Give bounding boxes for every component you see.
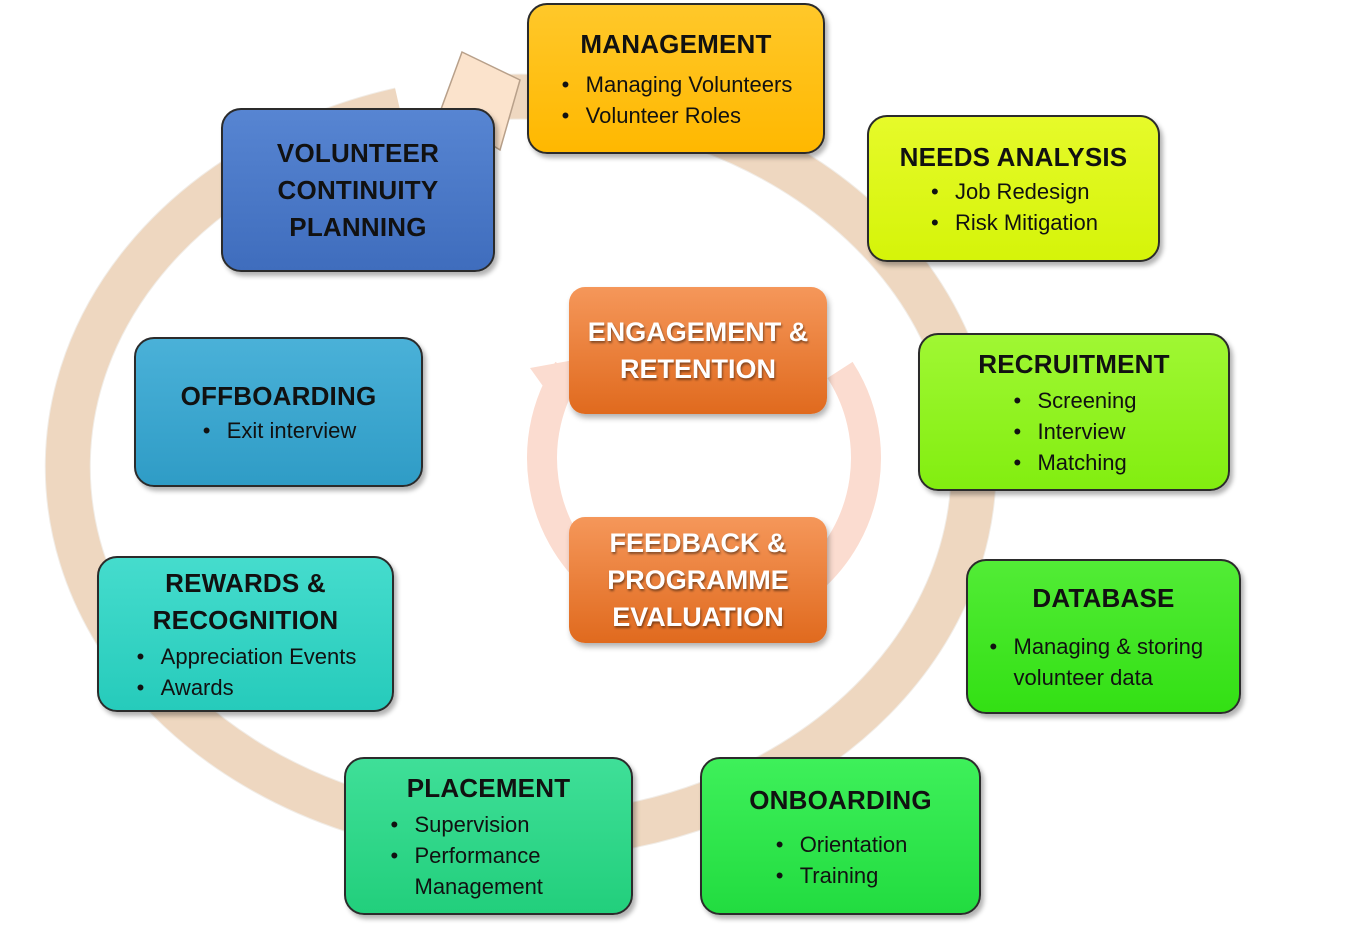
list-item: Job Redesign <box>929 176 1098 207</box>
stage-title: DATABASE <box>1032 583 1175 613</box>
list-item: Managing & storing volunteer data <box>988 631 1220 693</box>
list-item: Performance Management <box>389 840 589 902</box>
stage-management: MANAGEMENT Managing Volunteers Volunteer… <box>527 3 825 154</box>
stage-onboarding: ONBOARDING Orientation Training <box>700 757 981 915</box>
stage-list: Job Redesign Risk Mitigation <box>929 176 1098 238</box>
outer-arrowhead <box>439 50 521 152</box>
stage-list: Supervision Performance Management <box>389 809 589 902</box>
list-item: Appreciation Events <box>135 641 357 672</box>
stage-placement: PLACEMENT Supervision Performance Manage… <box>344 757 633 915</box>
stage-list: Appreciation Events Awards <box>135 641 357 703</box>
stage-database: DATABASE Managing & storing volunteer da… <box>966 559 1241 714</box>
list-item: Volunteer Roles <box>560 100 793 131</box>
stage-title: VOLUNTEER CONTINUITY PLANNING <box>276 137 440 242</box>
list-item: Awards <box>135 672 357 703</box>
feedback-evaluation-box: FEEDBACK & PROGRAMME EVALUATION <box>569 517 827 643</box>
stage-title: RECRUITMENT <box>978 349 1170 379</box>
stage-list: Screening Interview Matching <box>1011 385 1136 478</box>
stage-title: NEEDS ANALYSIS <box>899 142 1128 172</box>
stage-title: PLACEMENT <box>406 773 571 803</box>
engagement-retention-label: ENGAGEMENT & RETENTION <box>587 316 809 384</box>
list-item: Supervision <box>389 809 589 840</box>
list-item: Exit interview <box>201 415 357 446</box>
stage-title: REWARDS & RECOGNITION <box>152 568 339 635</box>
list-item: Risk Mitigation <box>929 207 1098 238</box>
stage-title: ONBOARDING <box>749 784 932 815</box>
stage-needs-analysis: NEEDS ANALYSIS Job Redesign Risk Mitigat… <box>867 115 1160 262</box>
list-item: Training <box>774 860 908 891</box>
stage-offboarding: OFFBOARDING Exit interview <box>134 337 423 487</box>
list-item: Interview <box>1011 416 1136 447</box>
stage-title: OFFBOARDING <box>180 381 377 411</box>
stage-recruitment: RECRUITMENT Screening Interview Matching <box>918 333 1230 491</box>
stage-rewards-recognition: REWARDS & RECOGNITION Appreciation Event… <box>97 556 394 712</box>
stage-volunteer-continuity-planning: VOLUNTEER CONTINUITY PLANNING <box>221 108 495 272</box>
stage-list: Managing & storing volunteer data <box>988 631 1220 693</box>
list-item: Orientation <box>774 829 908 860</box>
list-item: Matching <box>1011 447 1136 478</box>
engagement-retention-box: ENGAGEMENT & RETENTION <box>569 287 827 414</box>
stage-list: Orientation Training <box>774 829 908 891</box>
list-item: Screening <box>1011 385 1136 416</box>
stage-title: MANAGEMENT <box>580 29 772 59</box>
stage-list: Managing Volunteers Volunteer Roles <box>560 69 793 131</box>
list-item: Managing Volunteers <box>560 69 793 100</box>
feedback-evaluation-label: FEEDBACK & PROGRAMME EVALUATION <box>607 527 789 632</box>
stage-list: Exit interview <box>201 415 357 446</box>
